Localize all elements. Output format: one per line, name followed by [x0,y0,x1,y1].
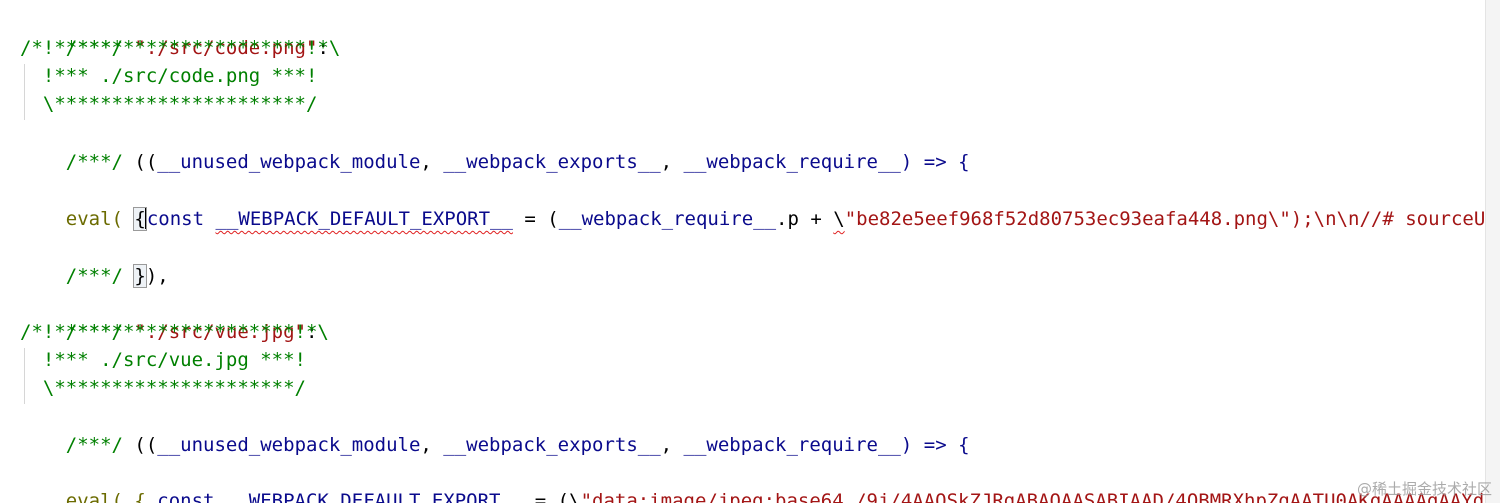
arg-unused-module: __unused_webpack_module [157,434,421,456]
eval-line[interactable]: eval( { const __WEBPACK_DEFAULT_EXPORT__… [20,459,1500,503]
webpack-require-identifier: __webpack_require__ [558,208,777,230]
indent-guide [24,348,25,404]
const-keyword: const [157,490,226,503]
default-export-identifier: __WEBPACK_DEFAULT_EXPORT__ [215,208,513,230]
arg-webpack-exports: __webpack_exports__ [443,434,661,456]
escape-backslash: \ [569,490,581,503]
arg-webpack-require: __webpack_require__ [683,151,901,173]
banner-bottom-line: \*********************/ [20,377,306,399]
arg-webpack-require: __webpack_require__ [683,434,901,456]
module-path-string: "./src/code.png" [134,37,318,59]
text-cursor [144,207,147,229]
site-watermark: @稀土掘金技术社区 [1356,480,1492,498]
matched-brace: { [133,207,147,231]
banner-top-line: /*!*********************!*\ [20,321,329,343]
eval-call: eval( [65,208,135,230]
comma: , [420,434,444,456]
const-keyword: const [146,208,216,230]
arg-webpack-exports: __webpack_exports__ [443,151,661,173]
matched-close-brace: } [133,264,147,288]
default-export-identifier: __WEBPACK_DEFAULT_EXPORT__ [225,490,524,503]
public-path-concat: .p + [776,208,834,230]
module-function-line: /***/ ((__unused_webpack_module, __webpa… [20,120,970,173]
banner-path-line: !*** ./src/code.png ***! [20,65,318,87]
eval-line[interactable]: eval( {const __WEBPACK_DEFAULT_EXPORT__ … [20,177,1500,231]
colon: : [306,321,318,343]
comment-marker: /***/ [65,37,135,59]
comment-marker: /***/ [65,434,135,456]
arrow-open-brace: ) => { [900,151,970,173]
module-end-line: /***/ }), [20,234,169,288]
banner-path-line: !*** ./src/vue.jpg ***! [20,349,306,371]
banner-top-line: /*!**********************!*\ [20,37,341,59]
editor-scrollbar[interactable] [1485,0,1500,503]
indent-guide [24,64,25,120]
comment-marker: /***/ [65,151,135,173]
colon: : [317,37,329,59]
comma: , [660,434,684,456]
base64-data-string: "data:image/jpeg;base64,/9j/4AAQSkZJRgAB… [580,490,1500,503]
module-header-line: /***/ "./src/code.png": [20,6,329,59]
comma: , [420,151,444,173]
comment-marker: /***/ [65,321,135,343]
module-function-line: /***/ ((__unused_webpack_module, __webpa… [20,403,970,456]
close-paren-comma: ), [145,265,169,287]
module-path-string: "./src/vue.jpg" [134,321,306,343]
assign-operator: = ( [512,208,559,230]
eval-call: eval( { [65,490,158,503]
paren-open: (( [134,434,158,456]
arg-unused-module: __unused_webpack_module [157,151,421,173]
banner-bottom-line: \**********************/ [20,93,318,115]
assign-operator: = ( [523,490,570,503]
module-header-line: /***/ "./src/vue.jpg": [20,290,318,343]
paren-open: (( [134,151,158,173]
comma: , [660,151,684,173]
arrow-open-brace: ) => { [900,434,970,456]
filename-string: "be82e5eef968f52d80753ec93eafa448.png\")… [844,208,1500,230]
comment-marker: /***/ [65,265,135,287]
escape-backslash: \ [833,208,845,230]
